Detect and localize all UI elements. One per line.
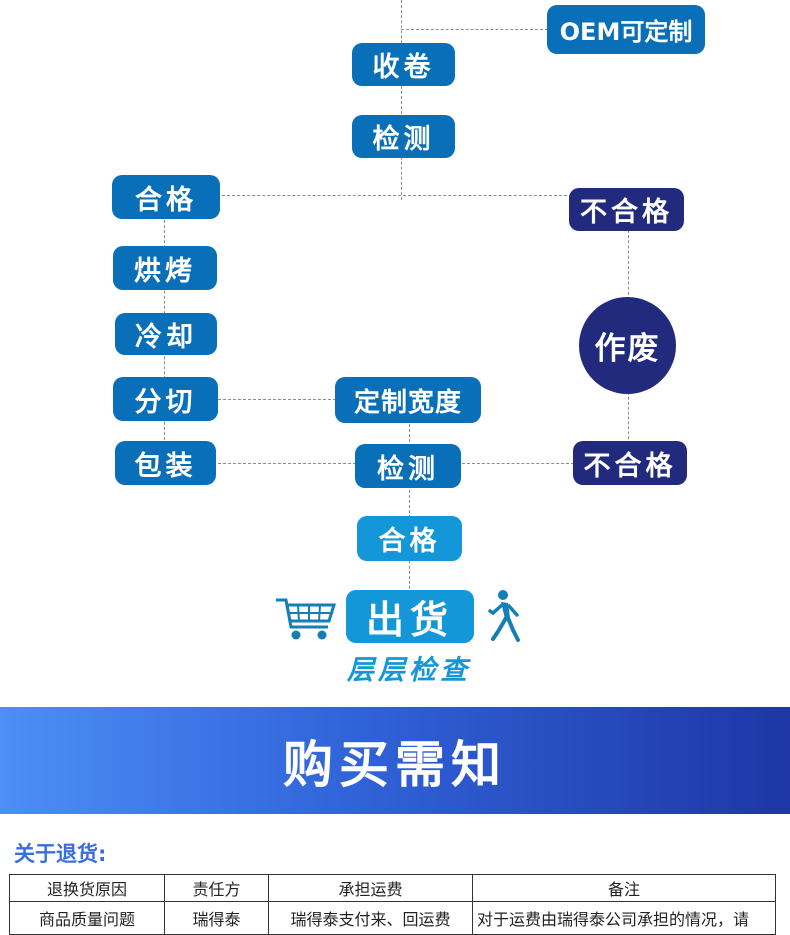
- cut-node: 分切: [113, 377, 218, 421]
- banner-title: 购买需知: [283, 735, 507, 794]
- oem-node: OEM可定制: [547, 5, 705, 54]
- table-header-row: 退换货原因 责任方 承担运费 备注: [9, 874, 776, 902]
- connector-line: [401, 29, 548, 30]
- scrap-node: 作废: [579, 297, 676, 394]
- returns-table: 退换货原因 责任方 承担运费 备注 商品质量问题 瑞得泰 瑞得泰支付来、回运费 …: [9, 874, 776, 935]
- walking-person-icon: [488, 590, 520, 642]
- shopping-cart-icon: [276, 598, 337, 640]
- header-shipping: 承担运费: [268, 874, 473, 902]
- ship-node: 出货: [346, 590, 474, 643]
- connector-line: [409, 424, 410, 594]
- production-flow-diagram: OEM可定制 收卷 检测 合格 不合格 烘烤 冷却 分切 定制宽度 包装 检测 …: [112, 0, 705, 686]
- inspect-node-2: 检测: [355, 444, 461, 488]
- pack-node: 包装: [115, 441, 216, 485]
- connector-line: [218, 399, 336, 400]
- connector-line: [222, 195, 572, 196]
- pass-node-2: 合格: [357, 516, 462, 561]
- cell-reason: 商品质量问题: [9, 901, 165, 935]
- header-reason: 退换货原因: [9, 874, 165, 902]
- cool-node: 冷却: [115, 313, 217, 355]
- cell-notes: 对于运费由瑞得泰公司承担的情况，请: [472, 901, 776, 935]
- layer-check-caption: 层层检查: [347, 655, 471, 686]
- fail-node-2: 不合格: [573, 441, 687, 485]
- roll-node: 收卷: [352, 43, 455, 86]
- returns-section-title: 关于退货:: [14, 842, 107, 866]
- fail-node-1: 不合格: [569, 188, 684, 231]
- cell-responsible: 瑞得泰: [164, 901, 269, 935]
- pass-node-1: 合格: [112, 175, 220, 219]
- custom-width-node: 定制宽度: [335, 377, 481, 423]
- connector-line: [401, 0, 402, 200]
- connector-line: [218, 463, 356, 464]
- connector-line: [628, 230, 629, 300]
- table-row: 商品质量问题 瑞得泰 瑞得泰支付来、回运费 对于运费由瑞得泰公司承担的情况，请: [9, 901, 776, 935]
- header-notes: 备注: [472, 874, 776, 902]
- bake-node: 烘烤: [113, 246, 217, 290]
- inspect-node-1: 检测: [352, 115, 455, 158]
- header-responsible: 责任方: [164, 874, 269, 902]
- connector-line: [628, 392, 629, 444]
- connector-line: [462, 463, 574, 464]
- purchase-notice-banner: 购买需知: [0, 707, 790, 814]
- cell-shipping: 瑞得泰支付来、回运费: [268, 901, 473, 935]
